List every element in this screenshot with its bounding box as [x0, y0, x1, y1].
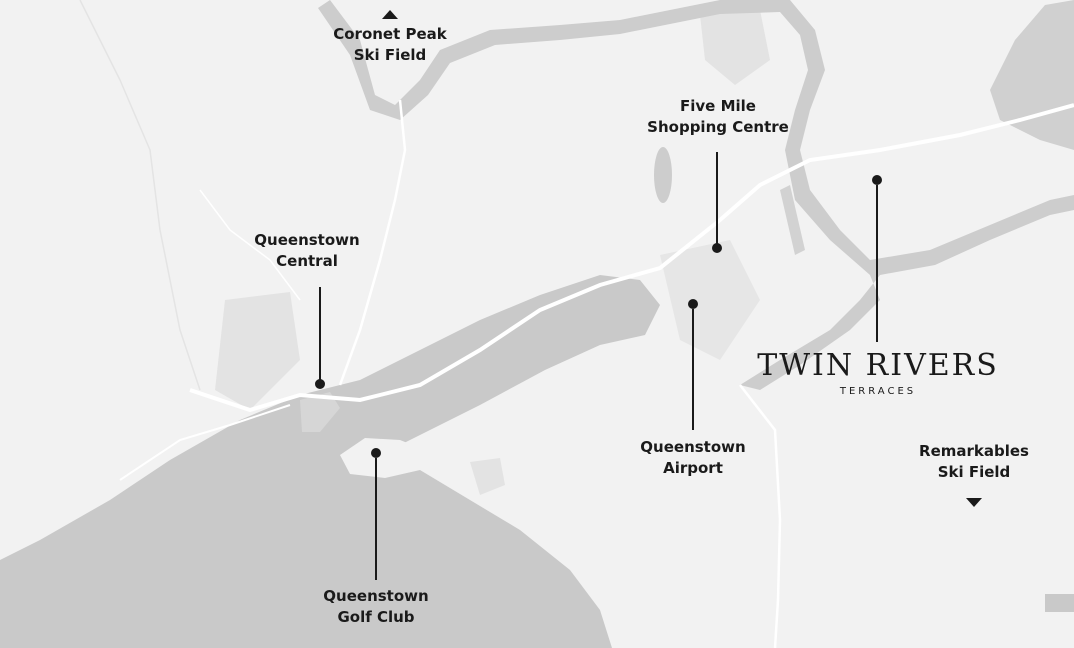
label-remarkables: Remarkables Ski Field	[919, 442, 1029, 481]
leader-line	[876, 185, 878, 342]
main-road	[189, 103, 1074, 413]
marker-queenstown-central[interactable]	[315, 379, 325, 389]
label-five-mile: Five Mile Shopping Centre	[647, 97, 789, 136]
pond	[780, 185, 805, 255]
label-coronet-peak: Coronet Peak Ski Field	[333, 25, 447, 64]
triangle-down-icon	[966, 498, 982, 507]
road	[119, 404, 291, 481]
track	[199, 189, 301, 301]
stream	[79, 0, 201, 391]
park-area	[215, 292, 300, 410]
twin-rivers-logo: TWIN RIVERS TERRACES	[742, 348, 1014, 398]
leader-line	[319, 287, 321, 381]
label-golf-club: Queenstown Golf Club	[323, 587, 429, 626]
triangle-up-icon	[382, 10, 398, 19]
peninsula	[340, 438, 430, 478]
airport-area	[660, 240, 760, 360]
marker-golf-club[interactable]	[371, 448, 381, 458]
water-edge	[1045, 594, 1074, 612]
label-queenstown-airport: Queenstown Airport	[640, 438, 746, 477]
pond	[654, 147, 672, 203]
lake	[0, 275, 660, 648]
brand-name: TWIN RIVERS	[757, 348, 999, 383]
park-area	[470, 458, 505, 495]
marker-queenstown-airport[interactable]	[688, 299, 698, 309]
leader-line	[375, 458, 377, 580]
road	[739, 384, 782, 648]
brand-subtitle: TERRACES	[839, 386, 917, 397]
marker-twin-rivers[interactable]	[872, 175, 882, 185]
label-queenstown-central: Queenstown Central	[254, 231, 360, 270]
bay	[300, 392, 340, 432]
road	[338, 99, 407, 386]
leader-line	[692, 309, 694, 430]
park-area	[700, 10, 770, 85]
leader-line	[716, 152, 718, 246]
marker-five-mile[interactable]	[712, 243, 722, 253]
